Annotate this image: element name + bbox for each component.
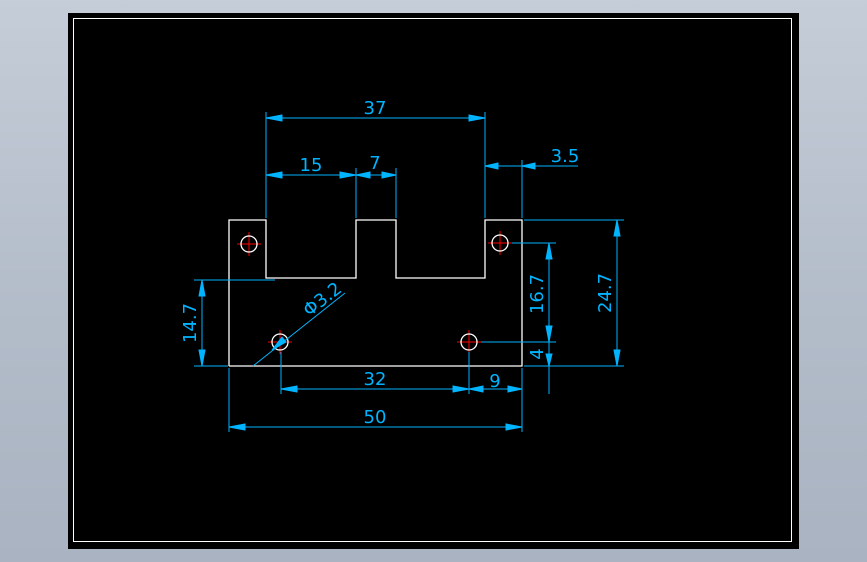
dim-hole-diameter: Φ3.2: [299, 278, 346, 321]
dim-overall-width: 50: [364, 407, 387, 428]
hole-top-right: [488, 231, 512, 255]
part-contour: [228, 219, 523, 367]
hole-bottom-right: [457, 330, 481, 354]
hole-top-left: [237, 232, 261, 256]
dim-slot-width: 7: [369, 153, 380, 174]
dimension-lines: [194, 112, 624, 432]
dim-right-height-inner: 16.7: [527, 274, 548, 314]
dim-left-span: 15: [300, 155, 323, 176]
drawing-sheet: [68, 13, 799, 549]
part-outline: [228, 219, 523, 367]
drawing-border: [73, 18, 792, 542]
dim-right-hole-offset: 9: [489, 371, 500, 392]
dim-right-edge: 3.5: [551, 146, 580, 167]
dim-bottom-hole-spacing: 32: [364, 369, 387, 390]
dim-right-height-outer: 24.7: [595, 273, 616, 313]
holes: [237, 231, 512, 354]
dim-bottom-offset: 4: [527, 348, 548, 359]
dim-left-height: 14.7: [180, 303, 201, 343]
dim-top-width: 37: [364, 98, 387, 119]
